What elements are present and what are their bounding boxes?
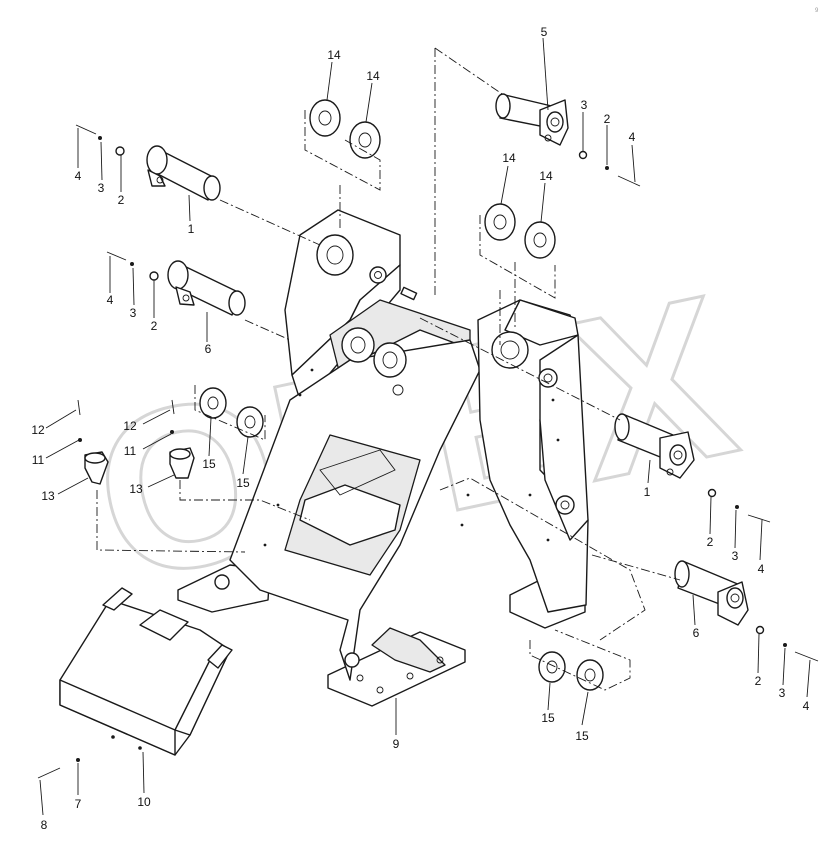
guard-plate: [59, 587, 233, 756]
fasteners: [37, 124, 819, 779]
callout-1: 1: [188, 222, 195, 236]
shims: [199, 99, 604, 691]
callout-14: 14: [327, 48, 341, 62]
callout-3: 3: [130, 306, 137, 320]
callout-13: 13: [41, 489, 55, 503]
callout-4: 4: [107, 293, 114, 307]
main-frame: [177, 209, 589, 707]
assembly-lines: [96, 47, 681, 691]
callout-13: 13: [129, 482, 143, 496]
callout-5: 5: [541, 25, 548, 39]
callout-10: 10: [137, 795, 151, 809]
pin-5-upper-right: [495, 93, 569, 146]
pin-6-left: [167, 260, 246, 316]
callout-15: 15: [541, 711, 555, 725]
callout-15: 15: [575, 729, 589, 743]
callout-2: 2: [118, 193, 125, 207]
callout-4: 4: [803, 699, 810, 713]
callout-9: 9: [393, 737, 400, 751]
callout-3: 3: [779, 686, 786, 700]
callout-14: 14: [539, 169, 553, 183]
callout-3: 3: [98, 181, 105, 195]
pin-1-right: [614, 413, 695, 479]
callout-15: 15: [202, 457, 216, 471]
callout-12: 12: [31, 423, 45, 437]
callout-8: 8: [41, 818, 48, 832]
callout-11: 11: [124, 444, 137, 458]
corner-mark: 9: [815, 8, 819, 14]
callout-7: 7: [75, 797, 82, 811]
callout-15: 15: [236, 476, 250, 490]
callout-2: 2: [604, 112, 611, 126]
callout-4: 4: [758, 562, 765, 576]
callout-2: 2: [151, 319, 158, 333]
callout-3: 3: [581, 98, 588, 112]
callout-6: 6: [693, 626, 700, 640]
callout-2: 2: [755, 674, 762, 688]
callout-3: 3: [732, 549, 739, 563]
callout-14: 14: [366, 69, 380, 83]
callouts: 14 14 5 3 2 4 4 3 2 1 14 14 4 3 2 6 12 1…: [31, 25, 809, 832]
callout-6: 6: [205, 342, 212, 356]
callout-11: 11: [32, 453, 45, 467]
callout-2: 2: [707, 535, 714, 549]
callout-1: 1: [644, 485, 651, 499]
callout-4: 4: [629, 130, 636, 144]
pin-6-right: [674, 560, 749, 626]
leader-lines: [39, 37, 811, 816]
callout-14: 14: [502, 151, 516, 165]
callout-12: 12: [123, 419, 137, 433]
callout-4: 4: [75, 169, 82, 183]
pin-1-upper-left: [146, 145, 221, 201]
